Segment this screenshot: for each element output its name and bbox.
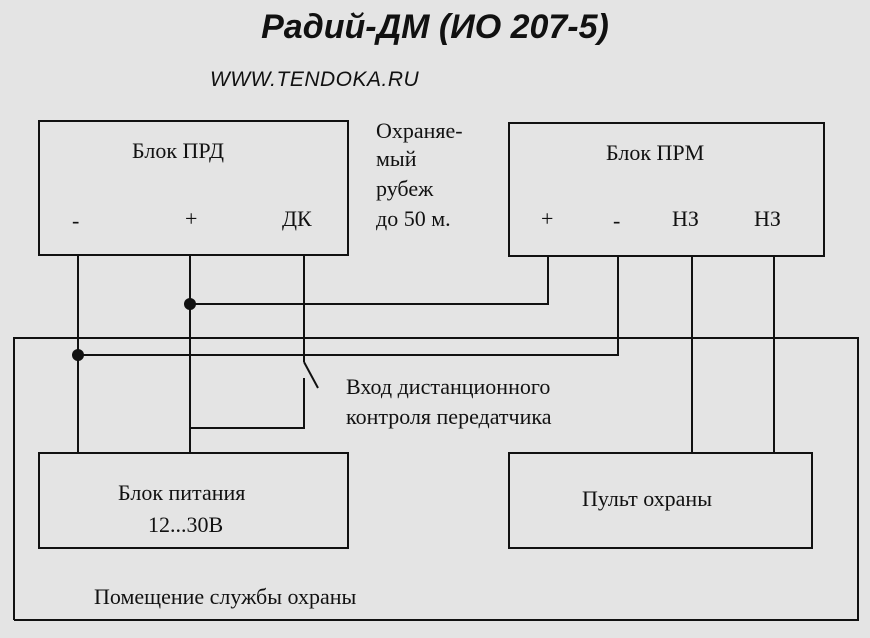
prd-dk-terminal: ДК bbox=[282, 206, 312, 231]
prm-minus-terminal: - bbox=[613, 208, 621, 233]
prm-nz-terminal-1: НЗ bbox=[672, 206, 699, 231]
console-label: Пульт охраны bbox=[582, 486, 712, 511]
zone-text-line4: до 50 м. bbox=[376, 206, 451, 231]
wire-minus-bus bbox=[78, 257, 619, 356]
prm-plus-terminal: + bbox=[541, 206, 554, 231]
dk-input-text-line1: Вход дистанционного bbox=[346, 374, 551, 399]
prd-block bbox=[38, 120, 349, 256]
wire-plus-bus bbox=[190, 257, 549, 305]
zone-text-line3: рубеж bbox=[376, 176, 434, 201]
junction-minus bbox=[72, 349, 84, 361]
zone-text-line1: Охраняе- bbox=[376, 118, 463, 143]
prd-minus-terminal: - bbox=[72, 208, 80, 233]
prd-plus-terminal: + bbox=[185, 206, 198, 231]
zone-text-line2: мый bbox=[376, 146, 417, 171]
room-boundary bbox=[13, 337, 859, 621]
dk-input-text-line2: контроля передатчика bbox=[346, 404, 552, 429]
room-label: Помещение службы охраны bbox=[94, 584, 357, 609]
prd-label: Блок ПРД bbox=[132, 138, 224, 163]
power-supply-block bbox=[38, 452, 349, 549]
prm-block bbox=[508, 122, 825, 257]
prm-label: Блок ПРМ bbox=[606, 140, 705, 165]
watermark-url: WWW.TENDOKA.RU bbox=[210, 68, 420, 91]
wire-dk-return bbox=[190, 378, 305, 429]
alarm-console-block bbox=[508, 452, 813, 549]
diagram-title: Радий-ДМ (ИО 207-5) bbox=[261, 8, 609, 46]
dk-switch bbox=[303, 361, 319, 389]
power-label-line2: 12...30В bbox=[148, 512, 224, 537]
power-label-line1: Блок питания bbox=[118, 480, 246, 505]
prm-nz-terminal-2: НЗ bbox=[754, 206, 781, 231]
junction-plus bbox=[184, 298, 196, 310]
